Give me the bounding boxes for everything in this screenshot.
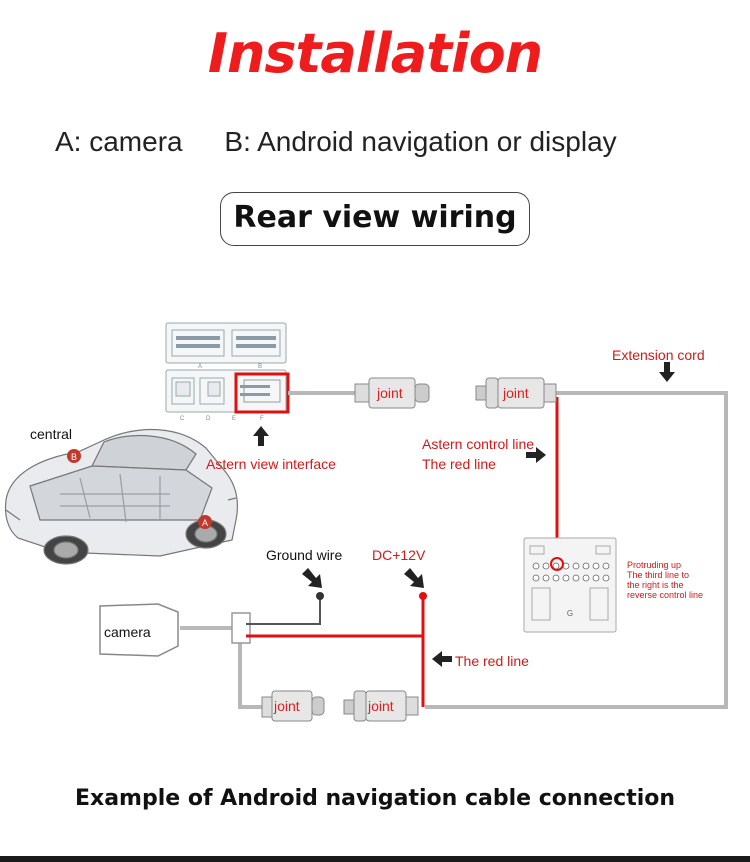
joint-label-1: joint [377,385,403,401]
page-title: Installation [207,22,543,85]
protruding-note-3: the right is the [627,580,684,590]
ground-wire-arrow [302,568,322,588]
connector-pins [176,336,276,396]
arrows [253,362,675,667]
joint-connector-4 [343,690,419,722]
ground-wire [246,596,321,625]
camera-body [99,603,179,657]
car-marker-a [198,515,212,529]
g-connector-pins [532,562,610,582]
red-line-arrow [526,447,546,463]
extension-cord-arrow [659,362,675,382]
g-connector-label: G [567,609,573,618]
red-line-arrow-2 [432,651,452,667]
legend-a: A: camera [55,126,183,157]
svg-text:C: C [180,416,185,422]
ground-terminal [316,592,324,600]
astern-interface-arrow [253,426,269,446]
reverse-pin-highlight [550,557,564,571]
ground-wire-label: Ground wire [266,547,343,563]
section-title: Rear view wiring [220,192,530,246]
the-red-line-label-1: The red line [422,456,496,472]
footer-caption: Example of Android navigation cable conn… [74,786,676,811]
joint-connector-1 [354,377,430,409]
protruding-note-4: reverse control line [627,590,704,600]
joint-connector-3 [261,690,325,722]
astern-control-line-label: Astern control line [422,436,535,452]
the-red-line-label-2: The red line [455,653,529,669]
dc12v-label: DC+12V [372,547,426,563]
car-marker-b-text: B [71,452,77,462]
bottom-bar [0,856,750,862]
extension-cord-label: Extension cord [612,347,705,363]
joint-label-4: joint [368,698,394,714]
svg-text:F: F [260,416,264,422]
protruding-note-1: Protruding up [627,560,682,570]
svg-text:D: D [206,416,211,422]
car-illustration [4,428,239,565]
camera-label: camera [104,624,151,640]
car-marker-a-text: A [202,518,208,528]
joint-label-3: joint [274,698,300,714]
joint-connector-2 [475,377,557,409]
camera-splitter [231,612,251,644]
svg-text:B: B [258,364,262,370]
protruding-note-2: The third line to [627,570,690,580]
car-marker-b [67,449,81,463]
dc12v-arrow [404,568,424,588]
astern-view-interface-label: Astern view interface [206,456,336,472]
svg-text:E: E [232,416,236,422]
joint-label-2: joint [503,385,529,401]
dc12v-terminal [419,592,427,600]
legend: A: camera B: Android navigation or displ… [55,126,617,158]
central-label: central [30,426,73,442]
legend-b: B: Android navigation or display [224,126,617,157]
extension-cable [238,391,728,709]
red-power-line [246,596,425,707]
svg-text:A: A [198,364,202,370]
g-connector [523,537,617,633]
